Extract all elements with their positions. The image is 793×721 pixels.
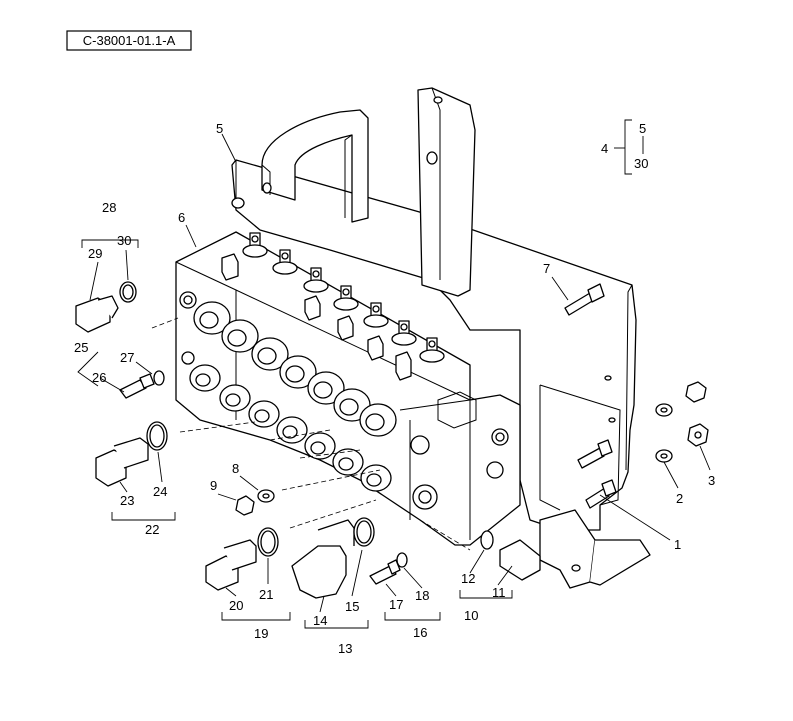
callout-16: 16 xyxy=(413,625,427,640)
callout-14: 14 xyxy=(313,613,327,628)
callout-17: 17 xyxy=(389,597,403,612)
assembly-dash-lines xyxy=(151,317,471,551)
callout-21: 21 xyxy=(259,587,273,602)
callout-23: 23 xyxy=(120,493,134,508)
seal-12 xyxy=(480,530,494,550)
callout-10: 10 xyxy=(464,608,478,623)
callout-29: 29 xyxy=(88,246,102,261)
valve-ports xyxy=(189,301,397,492)
seal-15 xyxy=(353,517,375,547)
leader-lines xyxy=(77,119,711,629)
callout-6: 6 xyxy=(178,210,185,225)
drawing-code: C-38001-01.1-A xyxy=(83,33,176,48)
callout-19: 19 xyxy=(254,626,268,641)
adapter-20 xyxy=(205,539,257,591)
callout-12: 12 xyxy=(461,571,475,586)
bolt-7 xyxy=(564,283,605,316)
drawing-code-box: C-38001-01.1-A xyxy=(66,30,192,51)
callout-20: 20 xyxy=(229,598,243,613)
callout-2: 2 xyxy=(676,491,683,506)
callout-3: 3 xyxy=(708,473,715,488)
control-valve-block xyxy=(175,231,521,546)
fitting-11 xyxy=(499,539,541,581)
seal-27 xyxy=(153,370,165,386)
callout-11: 11 xyxy=(492,585,506,600)
callout-4: 4 xyxy=(601,141,608,156)
mounting-plate xyxy=(231,87,651,589)
callout-25: 25 xyxy=(74,340,88,355)
callout-24: 24 xyxy=(153,484,167,499)
callout-15: 15 xyxy=(345,599,359,614)
valve-spool-tops xyxy=(221,232,445,381)
callout-13: 13 xyxy=(338,641,352,656)
callout-26: 26 xyxy=(92,370,106,385)
callout-9: 9 xyxy=(210,478,217,493)
callout-5: 5 xyxy=(216,121,223,136)
callout-27: 27 xyxy=(120,350,134,365)
callout-28: 28 xyxy=(102,200,116,215)
callout-30: 30 xyxy=(117,233,131,248)
fitting-26 xyxy=(119,373,155,399)
callout-4-30: 30 xyxy=(634,156,648,171)
callout-labels: 1 2 3 4 5 30 5 6 7 8 9 10 11 12 13 14 15… xyxy=(74,121,715,656)
callout-7: 7 xyxy=(543,261,550,276)
nut-9 xyxy=(235,495,255,516)
callout-18: 18 xyxy=(415,588,429,603)
callout-1: 1 xyxy=(674,537,681,552)
bolt-1 xyxy=(577,439,617,509)
washer-8 xyxy=(257,489,275,503)
seal-24 xyxy=(146,421,168,451)
seal-30 xyxy=(119,281,137,303)
callout-22: 22 xyxy=(145,522,159,537)
callout-8: 8 xyxy=(232,461,239,476)
nut-3 xyxy=(685,381,709,447)
seal-21 xyxy=(257,527,279,557)
washer-2 xyxy=(655,403,673,463)
callout-4-5: 5 xyxy=(639,121,646,136)
elbow-14 xyxy=(291,519,355,599)
adapter-23 xyxy=(95,437,149,487)
seal-18 xyxy=(396,552,408,568)
fitting-17 xyxy=(369,559,401,585)
plug-29 xyxy=(75,295,119,333)
